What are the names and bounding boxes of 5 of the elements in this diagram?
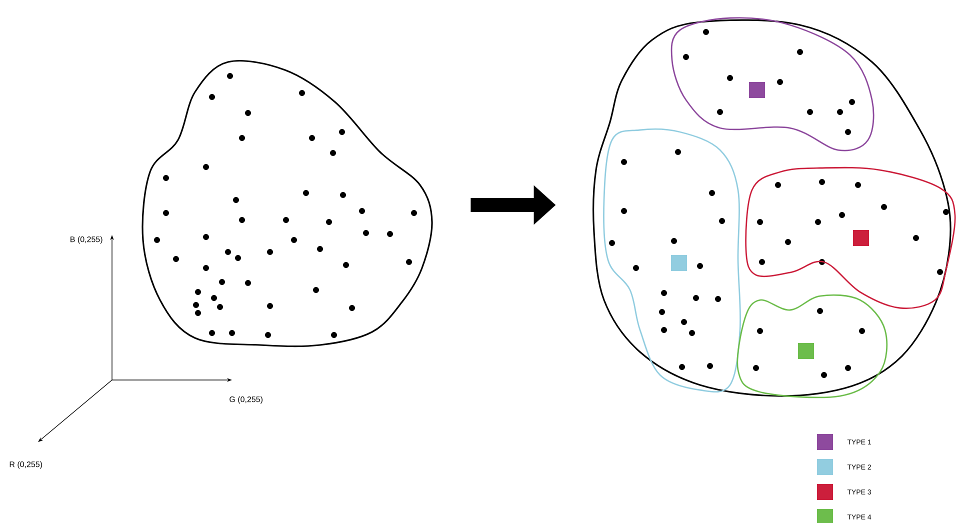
axis-label: G (0,255)	[230, 396, 262, 404]
cluster-blob	[142, 60, 433, 348]
axis-label: B (0,255)	[70, 236, 102, 244]
axis-label: R (0,255)	[10, 461, 42, 469]
cluster-blob	[592, 19, 952, 397]
